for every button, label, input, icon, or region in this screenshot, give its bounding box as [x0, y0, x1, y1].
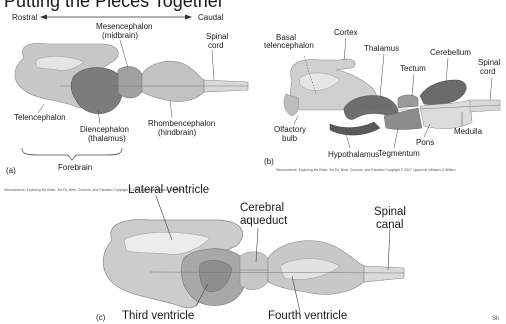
mesencephalon-shape: [118, 67, 142, 98]
caudal-label: Caudal: [198, 13, 223, 22]
cerebellum-shape: [420, 80, 466, 105]
leader-cerebellum: [446, 58, 448, 82]
label-spinal-cord-b-2: cord: [480, 67, 496, 76]
label-spinal-cord-a-2: cord: [208, 41, 224, 50]
label-cortex: Cortex: [334, 28, 358, 37]
hypothalamus-shape: [330, 122, 380, 135]
leader-spinal-cord-a: [212, 50, 214, 80]
label-spinal-canal-1: Spinal: [374, 206, 406, 219]
panel-b-credit: Neuroscience: Exploring the Brain, 3rd E…: [276, 168, 456, 172]
leader-hypothalamus: [346, 134, 350, 148]
leader-mesencephalon: [120, 40, 128, 68]
ventricle-midbrain-shape: [240, 252, 268, 290]
label-forebrain: Forebrain: [58, 163, 92, 172]
label-hypothalamus: Hypothalamus: [328, 150, 379, 159]
label-spinal-canal-2: canal: [376, 219, 404, 232]
label-basal-2: telencephalon: [264, 41, 314, 50]
leader-cortex: [344, 38, 346, 60]
label-tegmentum: Tegmentum: [378, 149, 420, 158]
forebrain-brace: [22, 148, 122, 160]
label-olfactory-1: Olfactory: [274, 125, 306, 134]
leader-olfactory-bulb: [294, 116, 298, 124]
label-mesencephalon: Mesencephalon: [96, 22, 152, 31]
label-lateral-ventricle: Lateral ventricle: [128, 184, 209, 197]
label-cerebellum: Cerebellum: [430, 48, 471, 57]
arrow-head-caudal: [185, 15, 192, 20]
leader-spinal-canal: [388, 228, 390, 270]
label-spinal-cord-b-1: Spinal: [478, 58, 500, 67]
label-spinal-cord-a-1: Spinal: [206, 32, 228, 41]
label-diencephalon: Diencephalon: [80, 125, 129, 134]
leader-spinal-cord-b: [490, 78, 492, 100]
label-telencephalon: Telencephalon: [14, 113, 66, 122]
panel-a-tag: (a): [6, 166, 16, 175]
spinal-cord-shape-c: [364, 266, 404, 282]
label-olfactory-2: bulb: [282, 134, 297, 143]
panel-b-tag: (b): [264, 157, 274, 166]
label-medulla: Medulla: [454, 127, 482, 136]
label-tectum: Tectum: [400, 64, 426, 73]
arrow-head-rostral: [40, 15, 47, 20]
label-third-ventricle: Third ventricle: [122, 310, 194, 323]
label-midbrain: (midbrain): [102, 31, 138, 40]
panel-c-tag: (c): [96, 313, 105, 322]
leader-rhombencephalon: [170, 100, 172, 118]
label-thalamus-a: (thalamus): [88, 134, 126, 143]
leader-tectum: [412, 74, 414, 96]
tectum-shape: [398, 95, 418, 108]
label-cerebral-2: aqueduct: [240, 215, 287, 228]
leader-thalamus: [380, 54, 384, 96]
leader-tegmentum: [394, 128, 398, 148]
slide-corner-text: Sli: [492, 316, 499, 322]
label-fourth-ventricle: Fourth ventricle: [268, 310, 347, 323]
rostral-label: Rostral: [12, 13, 37, 22]
label-pons: Pons: [416, 138, 434, 147]
label-thalamus-b: Thalamus: [364, 44, 399, 53]
olfactory-bulb-shape: [284, 94, 299, 116]
rhombencephalon-shape: [142, 61, 204, 101]
label-cerebral-1: Cerebral: [240, 202, 284, 215]
leader-telencephalon: [38, 104, 44, 113]
label-rhombencephalon: Rhombencephalon: [148, 119, 215, 128]
label-hindbrain: (hindbrain): [158, 128, 196, 137]
